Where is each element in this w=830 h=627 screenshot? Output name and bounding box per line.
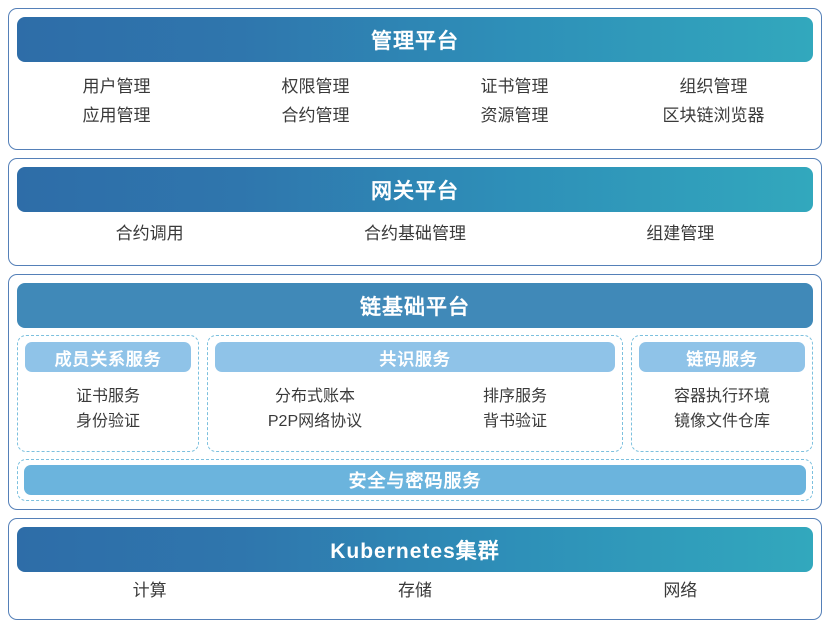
member-relationship-items: 证书服务 身份验证 <box>25 372 191 444</box>
item-container-runtime[interactable]: 容器执行环境 <box>673 388 770 405</box>
item-compute[interactable]: 计算 <box>132 581 167 601</box>
item-certificate-management[interactable]: 证书管理 <box>480 77 549 97</box>
item-row: 镜像文件仓库 <box>639 410 805 434</box>
kubernetes-cluster-header: Kubernetes集群 <box>17 527 813 572</box>
item-row: 合约调用 合约基础管理 组建管理 <box>17 221 813 247</box>
tier-chain-base-platform: 链基础平台 成员关系服务 证书服务 身份验证 <box>8 274 822 510</box>
item-blockchain-explorer[interactable]: 区块链浏览器 <box>662 105 765 125</box>
item-row: 身份验证 <box>25 410 191 434</box>
item-row: 分布式账本 排序服务 <box>215 385 615 409</box>
tier-kubernetes-cluster: Kubernetes集群 计算 存储 网络 <box>8 518 822 620</box>
chain-base-platform-header: 链基础平台 <box>17 283 813 328</box>
consensus-items: 分布式账本 排序服务 P2P网络协议 背书验证 <box>215 372 615 444</box>
chain-service-groups: 成员关系服务 证书服务 身份验证 共识服务 <box>17 335 813 452</box>
item-component-management[interactable]: 组建管理 <box>646 224 715 244</box>
service-group-member-relationship: 成员关系服务 证书服务 身份验证 <box>17 335 199 452</box>
item-resource-management[interactable]: 资源管理 <box>480 105 549 125</box>
item-organization-management[interactable]: 组织管理 <box>679 77 748 97</box>
item-contract-base-management[interactable]: 合约基础管理 <box>363 224 466 244</box>
item-p2p-network-protocol[interactable]: P2P网络协议 <box>267 413 363 430</box>
item-permission-management[interactable]: 权限管理 <box>281 77 350 97</box>
item-ordering-service[interactable]: 排序服务 <box>482 388 547 405</box>
item-endorsement-verification[interactable]: 背书验证 <box>482 413 547 430</box>
item-contract-management[interactable]: 合约管理 <box>281 105 350 125</box>
service-group-chaincode: 链码服务 容器执行环境 镜像文件仓库 <box>631 335 813 452</box>
item-application-management[interactable]: 应用管理 <box>82 105 151 125</box>
item-row: 计算 存储 网络 <box>17 578 813 604</box>
service-group-consensus: 共识服务 分布式账本 排序服务 P2P网络协议 背书验证 <box>207 335 623 452</box>
item-row: 容器执行环境 <box>639 385 805 409</box>
item-row: 证书服务 <box>25 385 191 409</box>
tier-management-platform: 管理平台 用户管理 权限管理 证书管理 组织管理 应用管理 合约管理 资源管理 … <box>8 8 822 150</box>
security-service-group: 安全与密码服务 <box>17 459 813 501</box>
security-and-cryptography-service-bar[interactable]: 安全与密码服务 <box>24 465 806 495</box>
item-network[interactable]: 网络 <box>663 581 698 601</box>
item-storage[interactable]: 存储 <box>397 581 432 601</box>
chaincode-service-pill[interactable]: 链码服务 <box>639 342 805 372</box>
item-row: 应用管理 合约管理 资源管理 区块链浏览器 <box>17 103 813 129</box>
consensus-service-pill[interactable]: 共识服务 <box>215 342 615 372</box>
management-platform-items: 用户管理 权限管理 证书管理 组织管理 应用管理 合约管理 资源管理 区块链浏览… <box>17 62 813 141</box>
item-row: 用户管理 权限管理 证书管理 组织管理 <box>17 74 813 100</box>
chain-base-platform-body: 成员关系服务 证书服务 身份验证 共识服务 <box>17 328 813 501</box>
item-row: P2P网络协议 背书验证 <box>215 410 615 434</box>
kubernetes-cluster-items: 计算 存储 网络 <box>17 572 813 611</box>
management-platform-header: 管理平台 <box>17 17 813 62</box>
item-distributed-ledger[interactable]: 分布式账本 <box>274 388 355 405</box>
item-identity-verification[interactable]: 身份验证 <box>75 413 140 430</box>
tier-gateway-platform: 网关平台 合约调用 合约基础管理 组建管理 <box>8 158 822 266</box>
item-contract-invocation[interactable]: 合约调用 <box>115 224 184 244</box>
gateway-platform-items: 合约调用 合约基础管理 组建管理 <box>17 212 813 257</box>
item-image-file-repository[interactable]: 镜像文件仓库 <box>673 413 770 430</box>
item-certificate-service[interactable]: 证书服务 <box>75 388 140 405</box>
item-user-management[interactable]: 用户管理 <box>82 77 151 97</box>
chaincode-items: 容器执行环境 镜像文件仓库 <box>639 372 805 444</box>
gateway-platform-header: 网关平台 <box>17 167 813 212</box>
member-relationship-service-pill[interactable]: 成员关系服务 <box>25 342 191 372</box>
